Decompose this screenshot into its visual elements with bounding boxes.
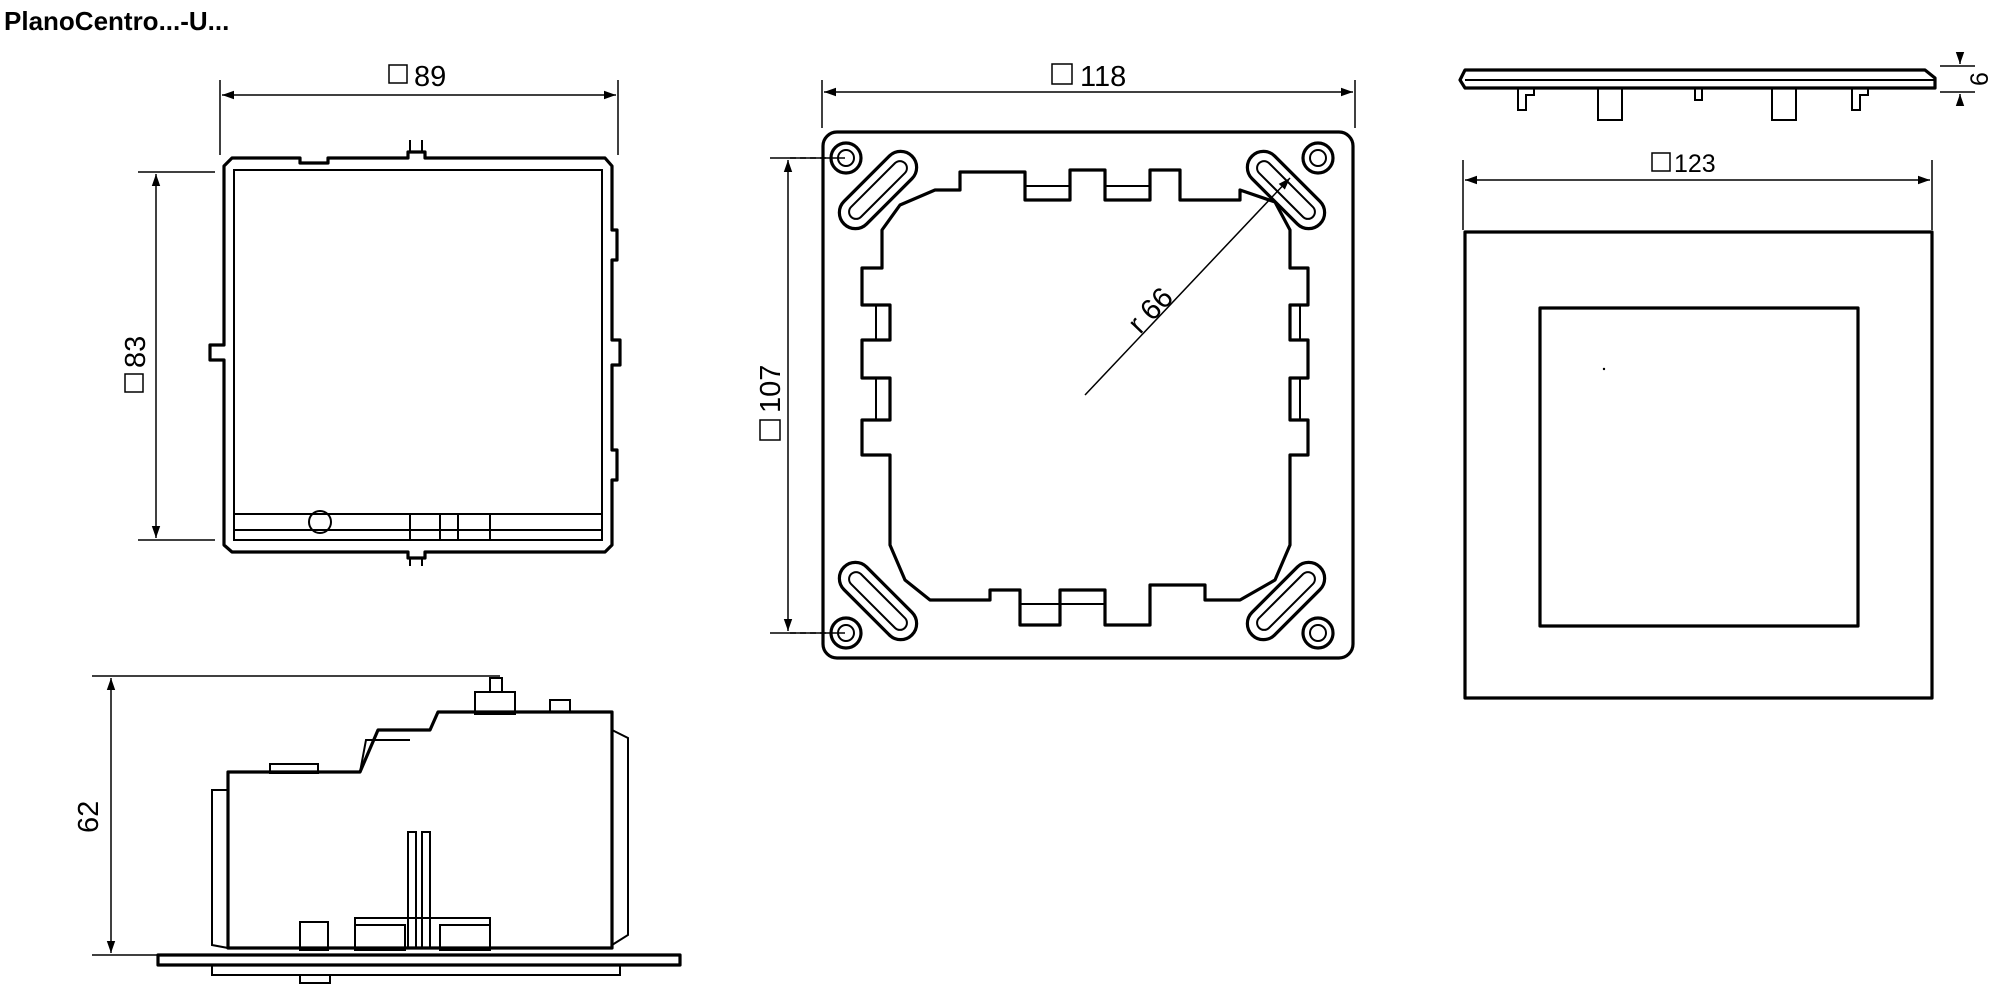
corner-hole-tl — [790, 141, 863, 175]
frame-outer — [821, 130, 1355, 660]
corner-hole-br — [1301, 616, 1335, 650]
side-body — [226, 710, 614, 950]
dim-line-r66 — [1084, 177, 1291, 396]
frame-opening — [860, 168, 1310, 627]
dim-label-123: 123 — [1674, 150, 1716, 178]
support-frame-view: 118 107 — [755, 61, 1356, 660]
square-symbol-icon — [388, 64, 408, 84]
cover-front-view: 123 — [1462, 150, 1934, 700]
screw-circle — [308, 510, 332, 534]
dim-label-6: 6 — [1966, 72, 1994, 86]
slot-tr — [1245, 149, 1327, 231]
slot-br — [1245, 560, 1327, 642]
side-flange — [156, 953, 682, 967]
box-front-view: 89 83 — [120, 61, 622, 566]
dim-label-83: 83 — [120, 336, 152, 368]
corner-hole-tr — [1301, 141, 1335, 175]
box-side-view: 62 — [73, 675, 682, 984]
slot-tl — [837, 149, 919, 231]
cover-frame-inner — [1538, 306, 1860, 628]
dim-label-62: 62 — [73, 801, 105, 833]
cover-profile-plate — [1458, 68, 1937, 90]
dim-label-107: 107 — [755, 365, 787, 413]
square-symbol-icon — [1051, 63, 1073, 85]
box-outer-frame — [208, 150, 622, 560]
side-terminal — [299, 921, 329, 951]
drawing-title: PlanoCentro...-U... — [4, 6, 230, 36]
cover-profile-view: 6 — [1458, 52, 1994, 121]
square-symbol-icon — [124, 373, 144, 393]
square-symbol-icon — [759, 419, 781, 441]
square-symbol-icon — [1651, 152, 1671, 172]
corner-hole-bl — [790, 616, 863, 650]
slot-bl — [837, 560, 919, 642]
box-inner-frame — [233, 169, 603, 541]
cover-frame-outer — [1463, 230, 1934, 700]
dim-label-118: 118 — [1080, 61, 1126, 93]
dim-label-89: 89 — [414, 61, 446, 93]
dim-label-r66: r 66 — [1122, 282, 1180, 340]
